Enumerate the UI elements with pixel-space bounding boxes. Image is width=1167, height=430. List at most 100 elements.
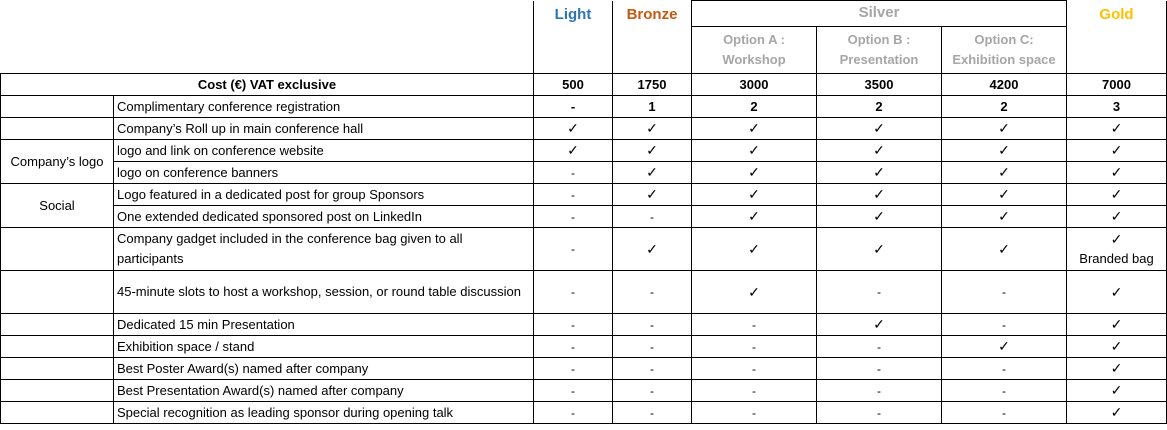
check-icon: ✓ (816, 313, 942, 336)
cost-gold: 7000 (1066, 73, 1167, 96)
check-icon: ✓ (940, 139, 1068, 162)
check-icon: ✓ (691, 139, 817, 162)
row-label: 45-minute slots to host a workshop, sess… (113, 270, 534, 314)
cell: 2 (940, 95, 1068, 118)
check-icon: ✓ (691, 117, 817, 140)
group-empty (0, 313, 114, 336)
cost-label: Cost (€) VAT exclusive (0, 73, 534, 96)
check-icon: ✓ (1066, 313, 1167, 336)
cost-bronze: 1750 (612, 73, 692, 96)
group-empty (0, 270, 114, 314)
check-icon: ✓ (816, 183, 942, 206)
cell: - (816, 401, 942, 424)
check-icon: ✓ (533, 139, 613, 162)
group-empty (0, 357, 114, 380)
cell: 1 (612, 95, 692, 118)
check-icon: ✓ (612, 161, 692, 184)
cell: - (533, 335, 613, 358)
check-icon: ✓ (1066, 357, 1167, 380)
row-label: Exhibition space / stand (113, 335, 534, 358)
cell: - (612, 335, 692, 358)
row-label: logo on conference banners (113, 161, 534, 184)
cell: 3 (1066, 95, 1167, 118)
check-icon: ✓ (612, 227, 692, 271)
cell: - (691, 313, 817, 336)
cell: 2 (691, 95, 817, 118)
cell: - (612, 205, 692, 228)
cell: - (533, 161, 613, 184)
check-icon: ✓ (940, 161, 1068, 184)
group-empty (0, 117, 114, 140)
cell: - (533, 313, 613, 336)
cell: - (533, 95, 613, 118)
group-empty (0, 95, 114, 118)
check-icon: ✓ (816, 117, 942, 140)
row-label: Best Presentation Award(s) named after c… (113, 379, 534, 402)
cell: - (533, 183, 613, 206)
row-label: Company’s Roll up in main conference hal… (113, 117, 534, 140)
row-label: Complimentary conference registration (113, 95, 534, 118)
check-icon: ✓ (1066, 139, 1167, 162)
cell: - (940, 270, 1068, 314)
row-label: One extended dedicated sponsored post on… (113, 205, 534, 228)
cell: - (691, 379, 817, 402)
cell: - (533, 270, 613, 314)
check-icon: ✓ (816, 139, 942, 162)
tier-bronze: Bronze (612, 0, 692, 74)
header-blank (1, 1, 534, 74)
check-icon: ✓ (1110, 231, 1123, 247)
cost-option-c: 4200 (940, 73, 1068, 96)
tier-gold: Gold (1066, 0, 1167, 74)
group-company-logo: Company’s logo (0, 139, 114, 184)
check-icon: ✓ (691, 205, 817, 228)
check-icon: ✓ (940, 117, 1068, 140)
check-icon: ✓ (816, 205, 942, 228)
option-c: Option C:Exhibition space (940, 26, 1068, 74)
check-icon: ✓ (612, 117, 692, 140)
group-empty (0, 335, 114, 358)
row-label: Logo featured in a dedicated post for gr… (113, 183, 534, 206)
cost-option-b: 3500 (816, 73, 942, 96)
branded-bag-note: Branded bag (1079, 251, 1154, 266)
row-label: Company gadget included in the conferenc… (113, 227, 534, 271)
group-empty (0, 401, 114, 424)
cell: - (816, 357, 942, 380)
row-label: Special recognition as leading sponsor d… (113, 401, 534, 424)
tier-silver: Silver (690, 0, 1068, 27)
check-icon: ✓ (691, 183, 817, 206)
cell: - (816, 335, 942, 358)
group-empty (0, 227, 114, 271)
cell: - (612, 270, 692, 314)
cell: - (940, 379, 1068, 402)
check-icon: ✓ (533, 117, 613, 140)
check-icon: ✓ (940, 335, 1068, 358)
cell: - (940, 313, 1068, 336)
cell: - (816, 270, 942, 314)
cell: - (533, 401, 613, 424)
cell: - (691, 357, 817, 380)
cell: - (533, 205, 613, 228)
check-icon: ✓ (612, 139, 692, 162)
cell: - (533, 227, 613, 271)
check-icon: ✓ (1066, 335, 1167, 358)
check-icon: ✓ (1066, 379, 1167, 402)
check-icon: ✓ (612, 183, 692, 206)
cell: - (612, 313, 692, 336)
cell: - (612, 379, 692, 402)
option-a: Option A :Workshop (691, 26, 817, 74)
cell: - (533, 357, 613, 380)
check-icon: ✓ (691, 161, 817, 184)
gold-gadget-cell: ✓ Branded bag (1066, 227, 1167, 271)
cell: - (533, 379, 613, 402)
check-icon: ✓ (940, 205, 1068, 228)
cell: - (940, 401, 1068, 424)
cost-option-a: 3000 (691, 73, 817, 96)
row-label: Best Poster Award(s) named after company (113, 357, 534, 380)
check-icon: ✓ (940, 183, 1068, 206)
check-icon: ✓ (1066, 205, 1167, 228)
check-icon: ✓ (1066, 117, 1167, 140)
check-icon: ✓ (1066, 183, 1167, 206)
option-b: Option B :Presentation (816, 26, 942, 74)
row-label: Dedicated 15 min Presentation (113, 313, 534, 336)
cell: - (691, 335, 817, 358)
